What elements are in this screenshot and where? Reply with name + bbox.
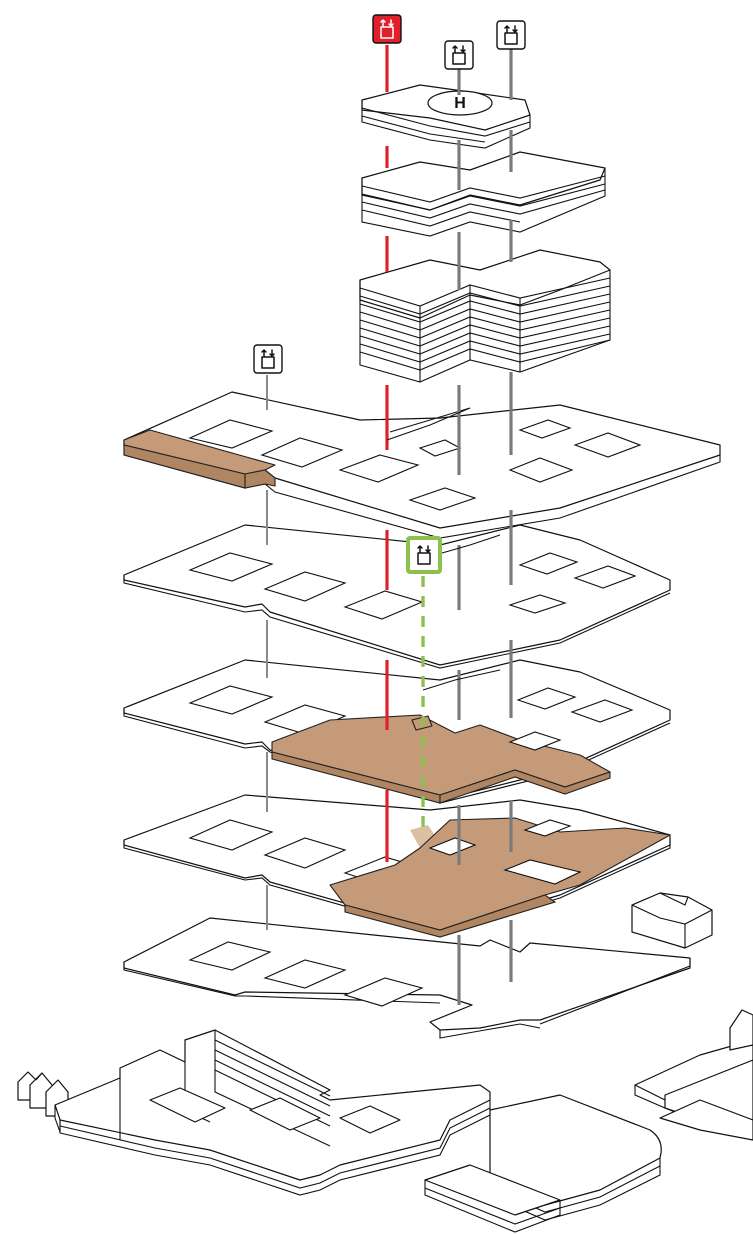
elevator-icon <box>372 14 402 44</box>
tower-mid-stack <box>361 151 606 237</box>
elevator-icon <box>496 20 526 50</box>
vertical-cores <box>266 45 513 1005</box>
elevator-icon <box>444 40 474 70</box>
tower-bedblocks: H <box>359 84 611 383</box>
floor-4 <box>123 391 721 539</box>
low-block-bottom <box>424 1094 662 1233</box>
low-block-left <box>54 1029 491 1196</box>
floor-2 <box>123 659 671 804</box>
elevator-icon <box>253 344 283 374</box>
floor-1 <box>123 794 671 938</box>
helipad-label: H <box>454 95 466 112</box>
house-right <box>631 892 713 949</box>
floor-3 <box>123 524 671 669</box>
site-context <box>17 892 753 1233</box>
house-left <box>17 1071 69 1117</box>
tower-lower-stack <box>359 249 611 383</box>
block-right <box>634 1009 753 1141</box>
ground-floor <box>123 917 691 1039</box>
elevator-icon <box>406 536 442 574</box>
